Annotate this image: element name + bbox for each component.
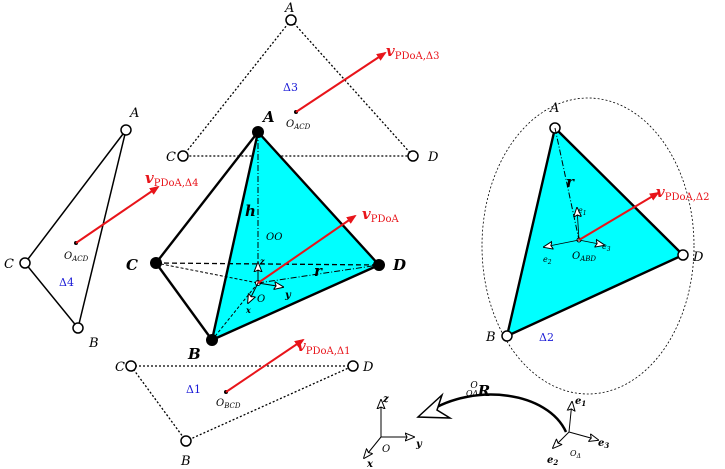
vector-delta4-arrow: [75, 185, 160, 244]
rotation-e2: e2: [547, 455, 558, 467]
face1-center: OBCD: [216, 398, 241, 410]
vector-main-label: vPDoA: [362, 205, 399, 225]
rotation-left-frame: z y x O: [364, 394, 423, 469]
face3-vertex-a: A: [284, 1, 294, 16]
vector-delta2-arrow: [578, 191, 660, 241]
rotation-origin-delta: OΔ: [570, 449, 581, 460]
vector-delta2-label: vPDoA,Δ2: [656, 183, 709, 203]
rotation-panel: z y x O OΔOR e1 e3 e2 OΔ: [364, 381, 609, 469]
vector-delta3-label: vPDoA,Δ3: [386, 42, 439, 62]
vector-delta4-label: vPDoA,Δ4: [145, 169, 198, 189]
face3-center: OACD: [286, 119, 311, 131]
tetra-vertex-c: C: [126, 256, 138, 274]
vector-main-arrow: [257, 214, 357, 284]
face2-vertex-d: D: [692, 250, 704, 265]
vector-delta3-arrow: [295, 51, 387, 113]
rotation-symbol: OΔOR: [466, 381, 490, 400]
face2-r-label: r: [566, 173, 575, 191]
tetra-oo-label: OO: [266, 232, 282, 243]
face2-e3: e3: [602, 242, 611, 253]
main-tetrahedron: A C B D h OO r z y x O vPDoA: [126, 108, 406, 363]
face4-vertex-a: A: [129, 106, 139, 121]
face4-label: Δ4: [59, 276, 74, 289]
tetra-vertex-d: D: [392, 256, 406, 274]
rotation-axis-x: x: [366, 459, 374, 469]
face3-vertex-c: C: [166, 150, 176, 165]
face-delta2: A B D Δ2 r e1 e2 e3 OABD vPDoA,Δ2: [481, 97, 709, 395]
face1-vertex-c: C: [115, 360, 125, 375]
face2-center: OABD: [572, 251, 596, 263]
face2-vertex-a: A: [549, 101, 559, 116]
rotation-e1: e1: [575, 396, 586, 408]
face2-e2: e2: [543, 255, 552, 266]
vector-delta1-label: vPDoA,Δ1: [297, 337, 350, 357]
face4-vertex-c: C: [4, 257, 14, 272]
vector-delta1-arrow: [225, 338, 305, 393]
rotation-axis-y: y: [415, 439, 423, 450]
face-delta3: A C D Δ3 OACD vPDoA,Δ3: [166, 1, 439, 165]
tetra-origin: O: [257, 294, 265, 305]
rotation-right-frame: e1 e3 e2 OΔ: [547, 396, 609, 467]
face2-label: Δ2: [539, 331, 554, 344]
tetra-vertex-b: B: [187, 345, 201, 363]
tetra-radius-label: r: [314, 262, 323, 280]
face2-vertex-b: B: [485, 330, 496, 345]
face1-label: Δ1: [186, 383, 201, 396]
face4-vertex-b: B: [88, 336, 99, 351]
face-delta1: C D B Δ1 OBCD vPDoA,Δ1: [115, 337, 374, 469]
rotation-origin-o: O: [382, 444, 390, 455]
face3-label: Δ3: [283, 81, 298, 94]
face1-vertex-d: D: [362, 360, 374, 375]
face-delta4: A C B Δ4 OACD vPDoA,Δ4: [4, 106, 198, 351]
tetra-vertex-a: A: [261, 108, 275, 126]
face1-vertex-b: B: [180, 454, 191, 469]
tetra-axis-x: x: [245, 305, 251, 315]
tetra-height-label: h: [245, 202, 256, 220]
tetra-axis-z: z: [259, 256, 265, 266]
face3-vertex-d: D: [427, 150, 439, 165]
face2-e1: e1: [578, 206, 587, 217]
rotation-axis-z: z: [382, 394, 389, 405]
rotation-e3: e3: [598, 438, 609, 450]
face4-center: OACD: [64, 251, 89, 263]
tetra-axis-y: y: [284, 290, 292, 301]
rotation-arrowhead: [416, 392, 453, 419]
